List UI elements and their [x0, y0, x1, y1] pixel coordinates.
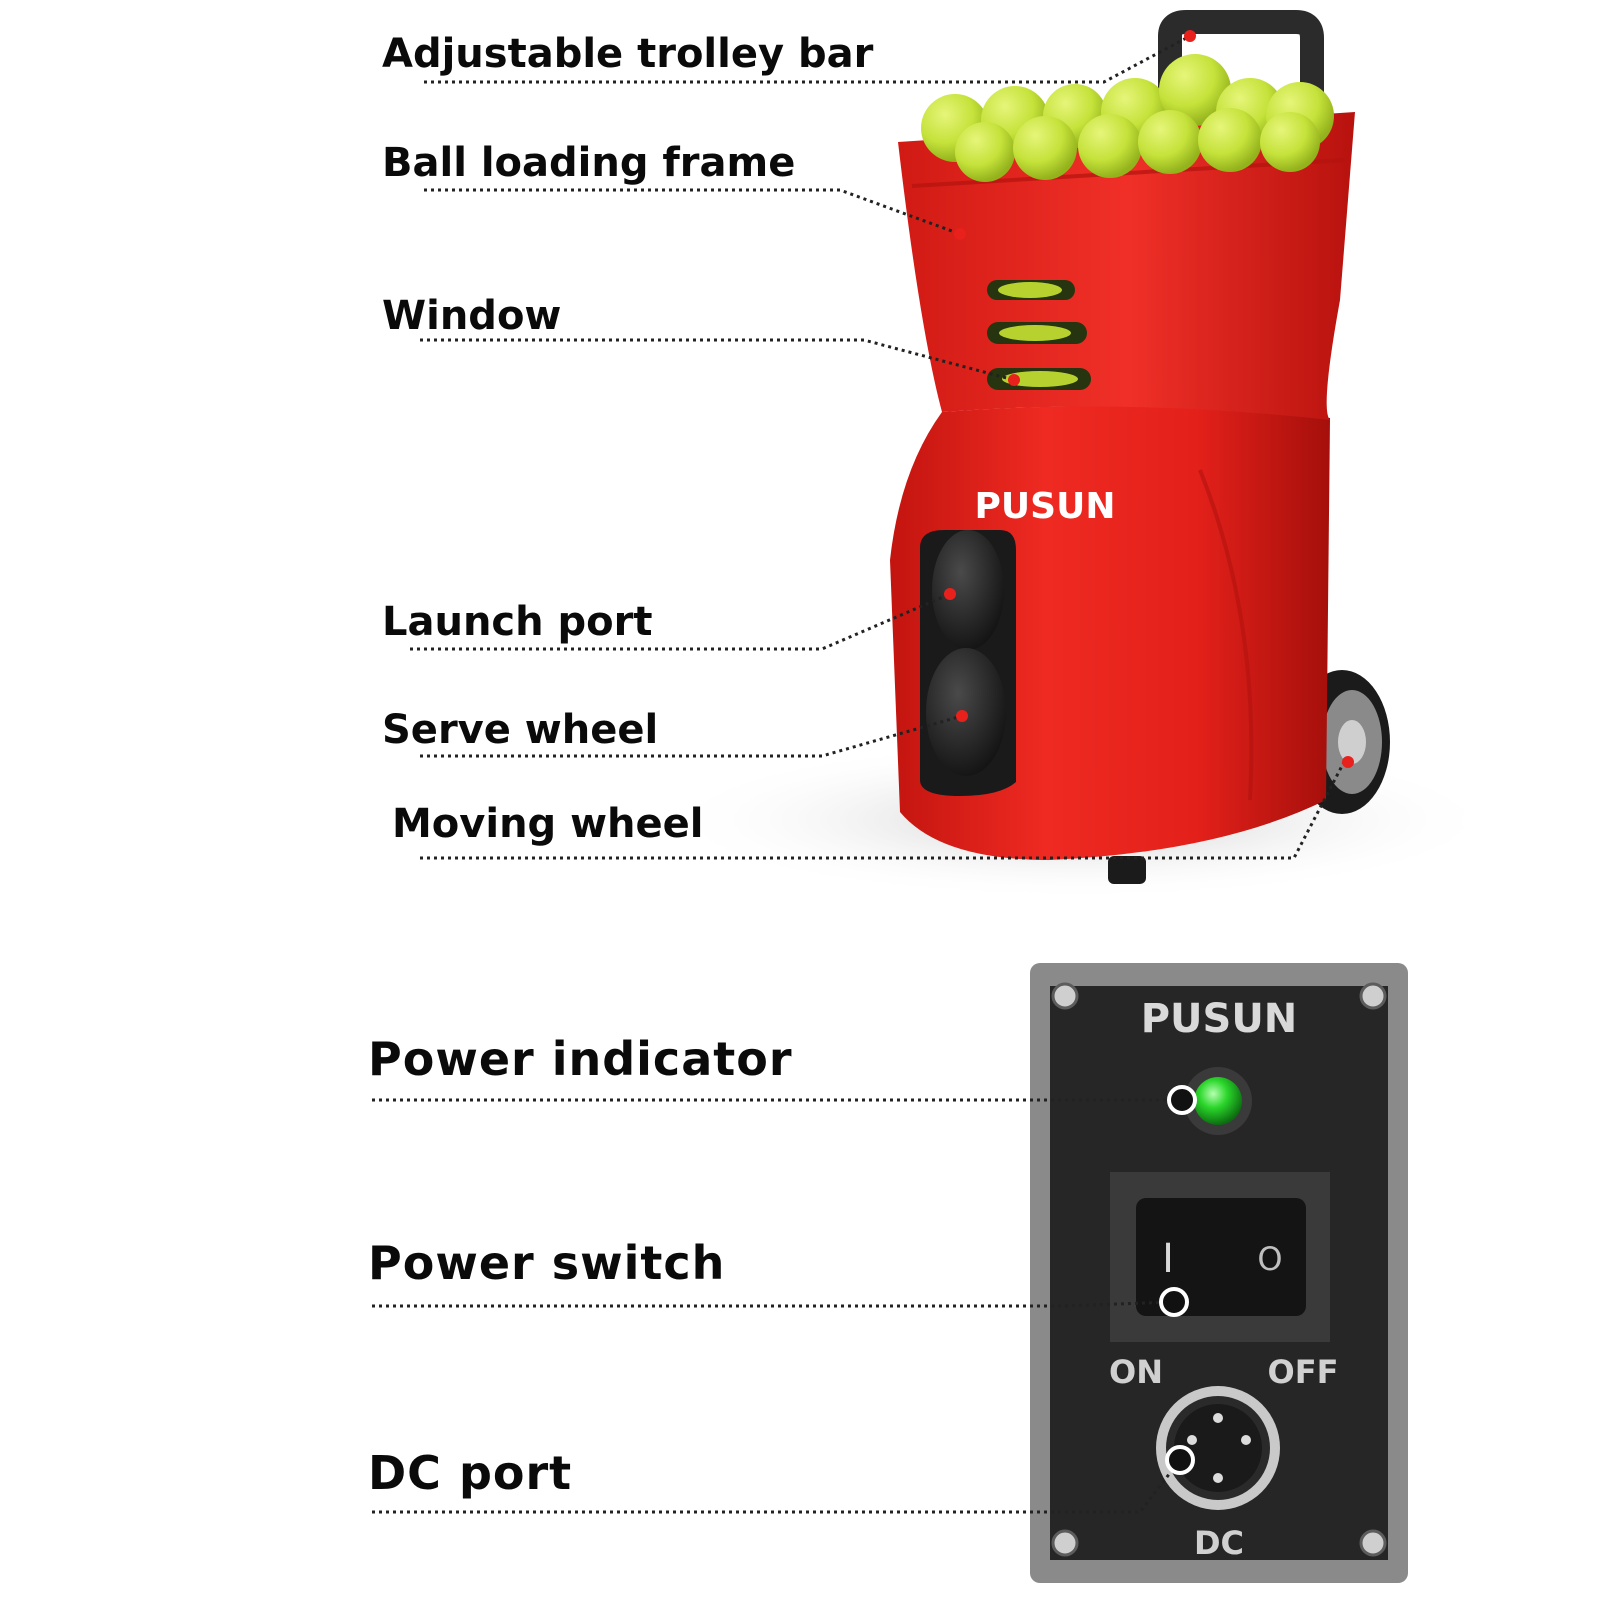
machine-brand-logo: PUSUN — [975, 486, 1116, 527]
machine-foot — [1108, 856, 1146, 884]
launch-port-wheel — [932, 530, 1004, 650]
switch-off-symbol: O — [1257, 1240, 1282, 1278]
label-window: Window — [382, 293, 562, 339]
control-panel: PUSUN I O ON OFF DC — [1030, 963, 1408, 1583]
switch-on-symbol: I — [1162, 1236, 1174, 1282]
tennis-ball-machine: PUSUN — [660, 9, 1500, 900]
tennis-balls — [921, 54, 1334, 182]
ball-window — [987, 280, 1091, 390]
leader-lines — [372, 34, 1346, 1514]
panel-screw-icon — [1051, 982, 1387, 1557]
callout-markers — [944, 30, 1354, 768]
power-indicator-light — [1184, 1067, 1252, 1135]
dc-port-label: DC — [1194, 1524, 1244, 1562]
label-launch-port: Launch port — [382, 599, 653, 645]
dc-port[interactable] — [1156, 1386, 1280, 1510]
label-serve-wheel: Serve wheel — [382, 707, 659, 753]
label-power-switch: Power switch — [368, 1236, 726, 1290]
switch-on-label: ON — [1109, 1353, 1163, 1391]
label-power-indicator: Power indicator — [368, 1032, 793, 1086]
trolley-bar — [1158, 9, 1324, 142]
power-switch[interactable]: I O — [1110, 1172, 1330, 1342]
label-dc-port: DC port — [368, 1446, 573, 1500]
panel-callout-markers — [1159, 1085, 1197, 1475]
label-adjustable-trolley-bar: Adjustable trolley bar — [382, 31, 874, 77]
label-ball-loading-frame: Ball loading frame — [382, 140, 796, 186]
switch-off-label: OFF — [1268, 1353, 1339, 1391]
panel-brand-logo: PUSUN — [1141, 996, 1298, 1042]
label-moving-wheel: Moving wheel — [392, 801, 704, 847]
